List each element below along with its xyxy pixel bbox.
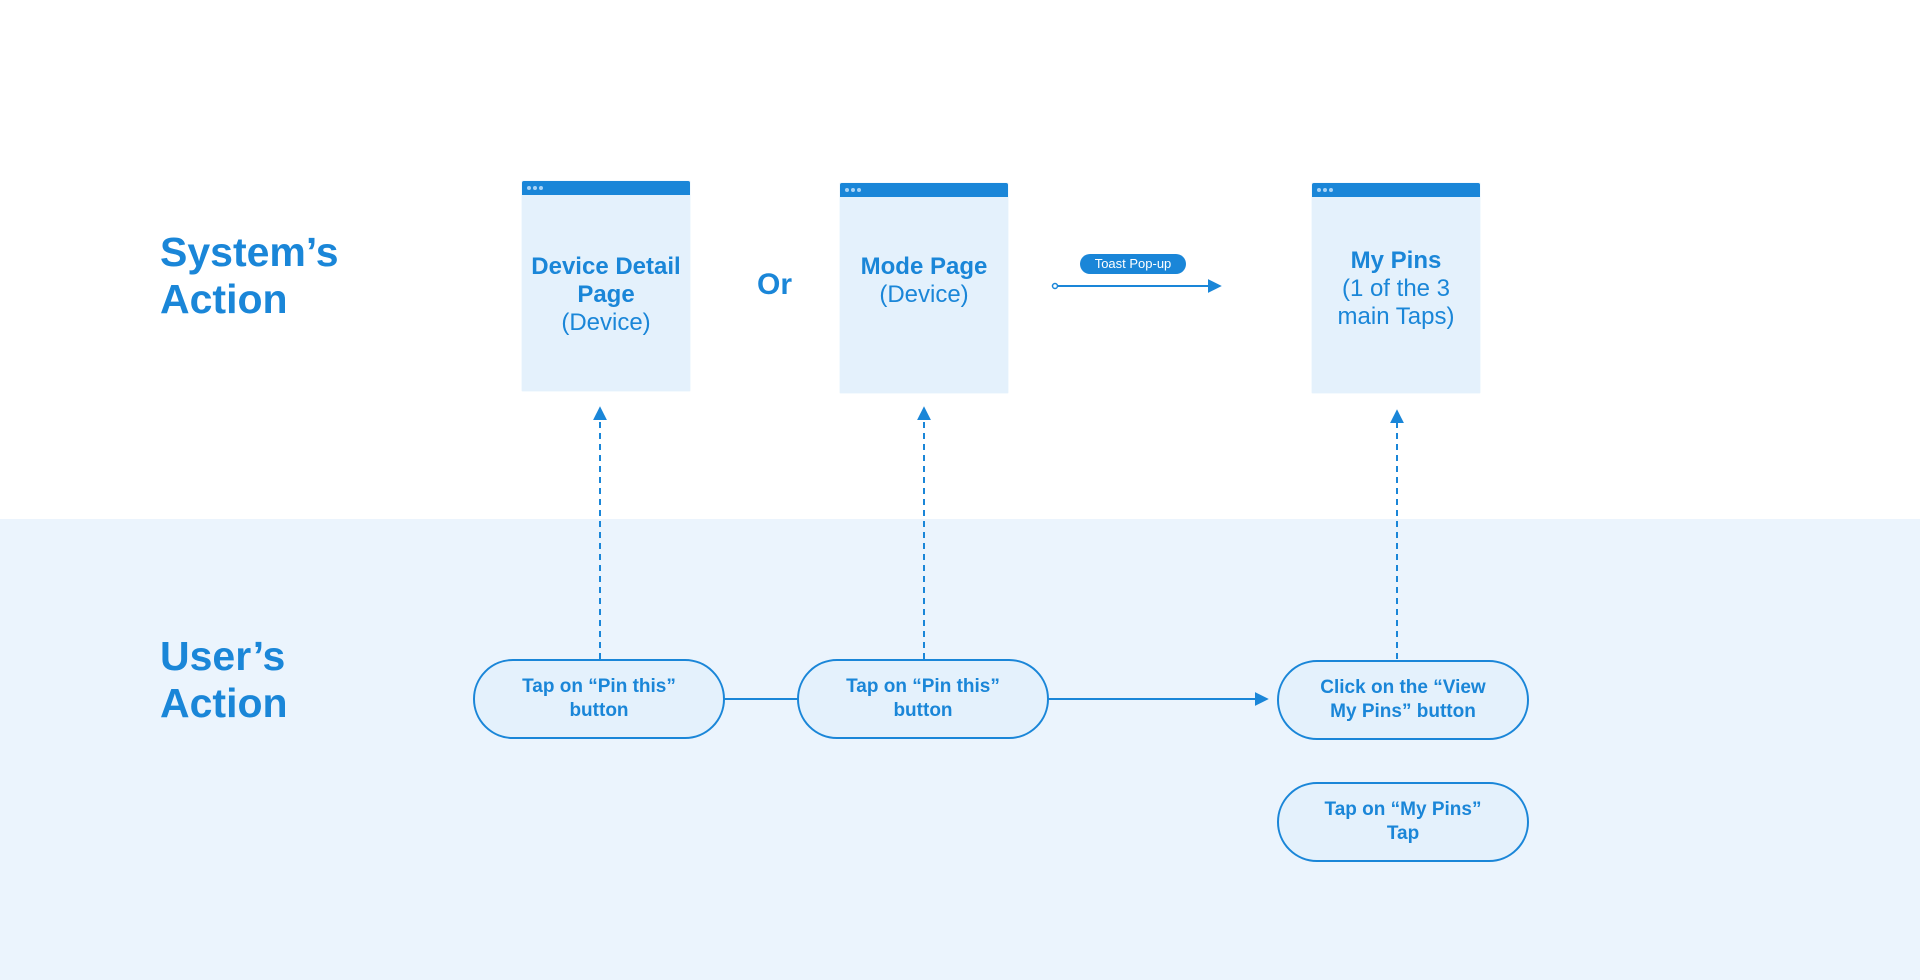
window-bar: [522, 181, 690, 195]
window-dot-icon: [533, 186, 537, 190]
window-dot-icon: [539, 186, 543, 190]
user-action-lane: [0, 519, 1920, 980]
step-label: Click on the “View My Pins” button: [1320, 677, 1486, 722]
or-label: Or: [757, 268, 793, 301]
user-action-lane-title: User’s Action: [160, 633, 288, 726]
my-pins-page-box: My Pins (1 of the 3 main Taps): [1312, 183, 1480, 393]
mode-page-label: Mode Page (Device): [840, 253, 1008, 309]
window-dot-icon: [1317, 188, 1321, 192]
page-title: Mode Page: [860, 253, 988, 280]
window-dot-icon: [857, 188, 861, 192]
my-pins-page-label: My Pins (1 of the 3 main Taps): [1312, 247, 1480, 331]
device-detail-page-label: Device Detail Page (Device): [522, 253, 690, 337]
window-bar: [840, 183, 1008, 197]
page-title: Device Detail Page: [531, 253, 681, 308]
window-dot-icon: [845, 188, 849, 192]
page-subtitle: (Device): [561, 309, 651, 336]
page-subtitle: (Device): [879, 281, 969, 308]
window-dot-icon: [1329, 188, 1333, 192]
window-dot-icon: [527, 186, 531, 190]
mode-page-box: Mode Page (Device): [840, 183, 1008, 393]
tap-pin-this-button-step: Tap on “Pin this” button: [473, 659, 725, 739]
page-title: My Pins: [1350, 247, 1442, 274]
step-label: Tap on “Pin this” button: [522, 676, 676, 721]
device-detail-page-box: Device Detail Page (Device): [522, 181, 690, 391]
page-subtitle: (1 of the 3 main Taps): [1337, 275, 1455, 330]
window-bar: [1312, 183, 1480, 197]
toast-popup-label: Toast Pop-up: [1080, 254, 1186, 274]
window-dot-icon: [1323, 188, 1327, 192]
tap-my-pins-tab-step: Tap on “My Pins” Tap: [1277, 782, 1529, 862]
system-action-lane-title: System’s Action: [160, 229, 339, 322]
toast-arrow-start-dot: [1051, 282, 1059, 290]
window-dot-icon: [851, 188, 855, 192]
click-view-my-pins-step: Click on the “View My Pins” button: [1277, 660, 1529, 740]
step-label: Tap on “Pin this” button: [846, 676, 1000, 721]
tap-pin-this-button-step-2: Tap on “Pin this” button: [797, 659, 1049, 739]
step-label: Tap on “My Pins” Tap: [1324, 799, 1482, 844]
